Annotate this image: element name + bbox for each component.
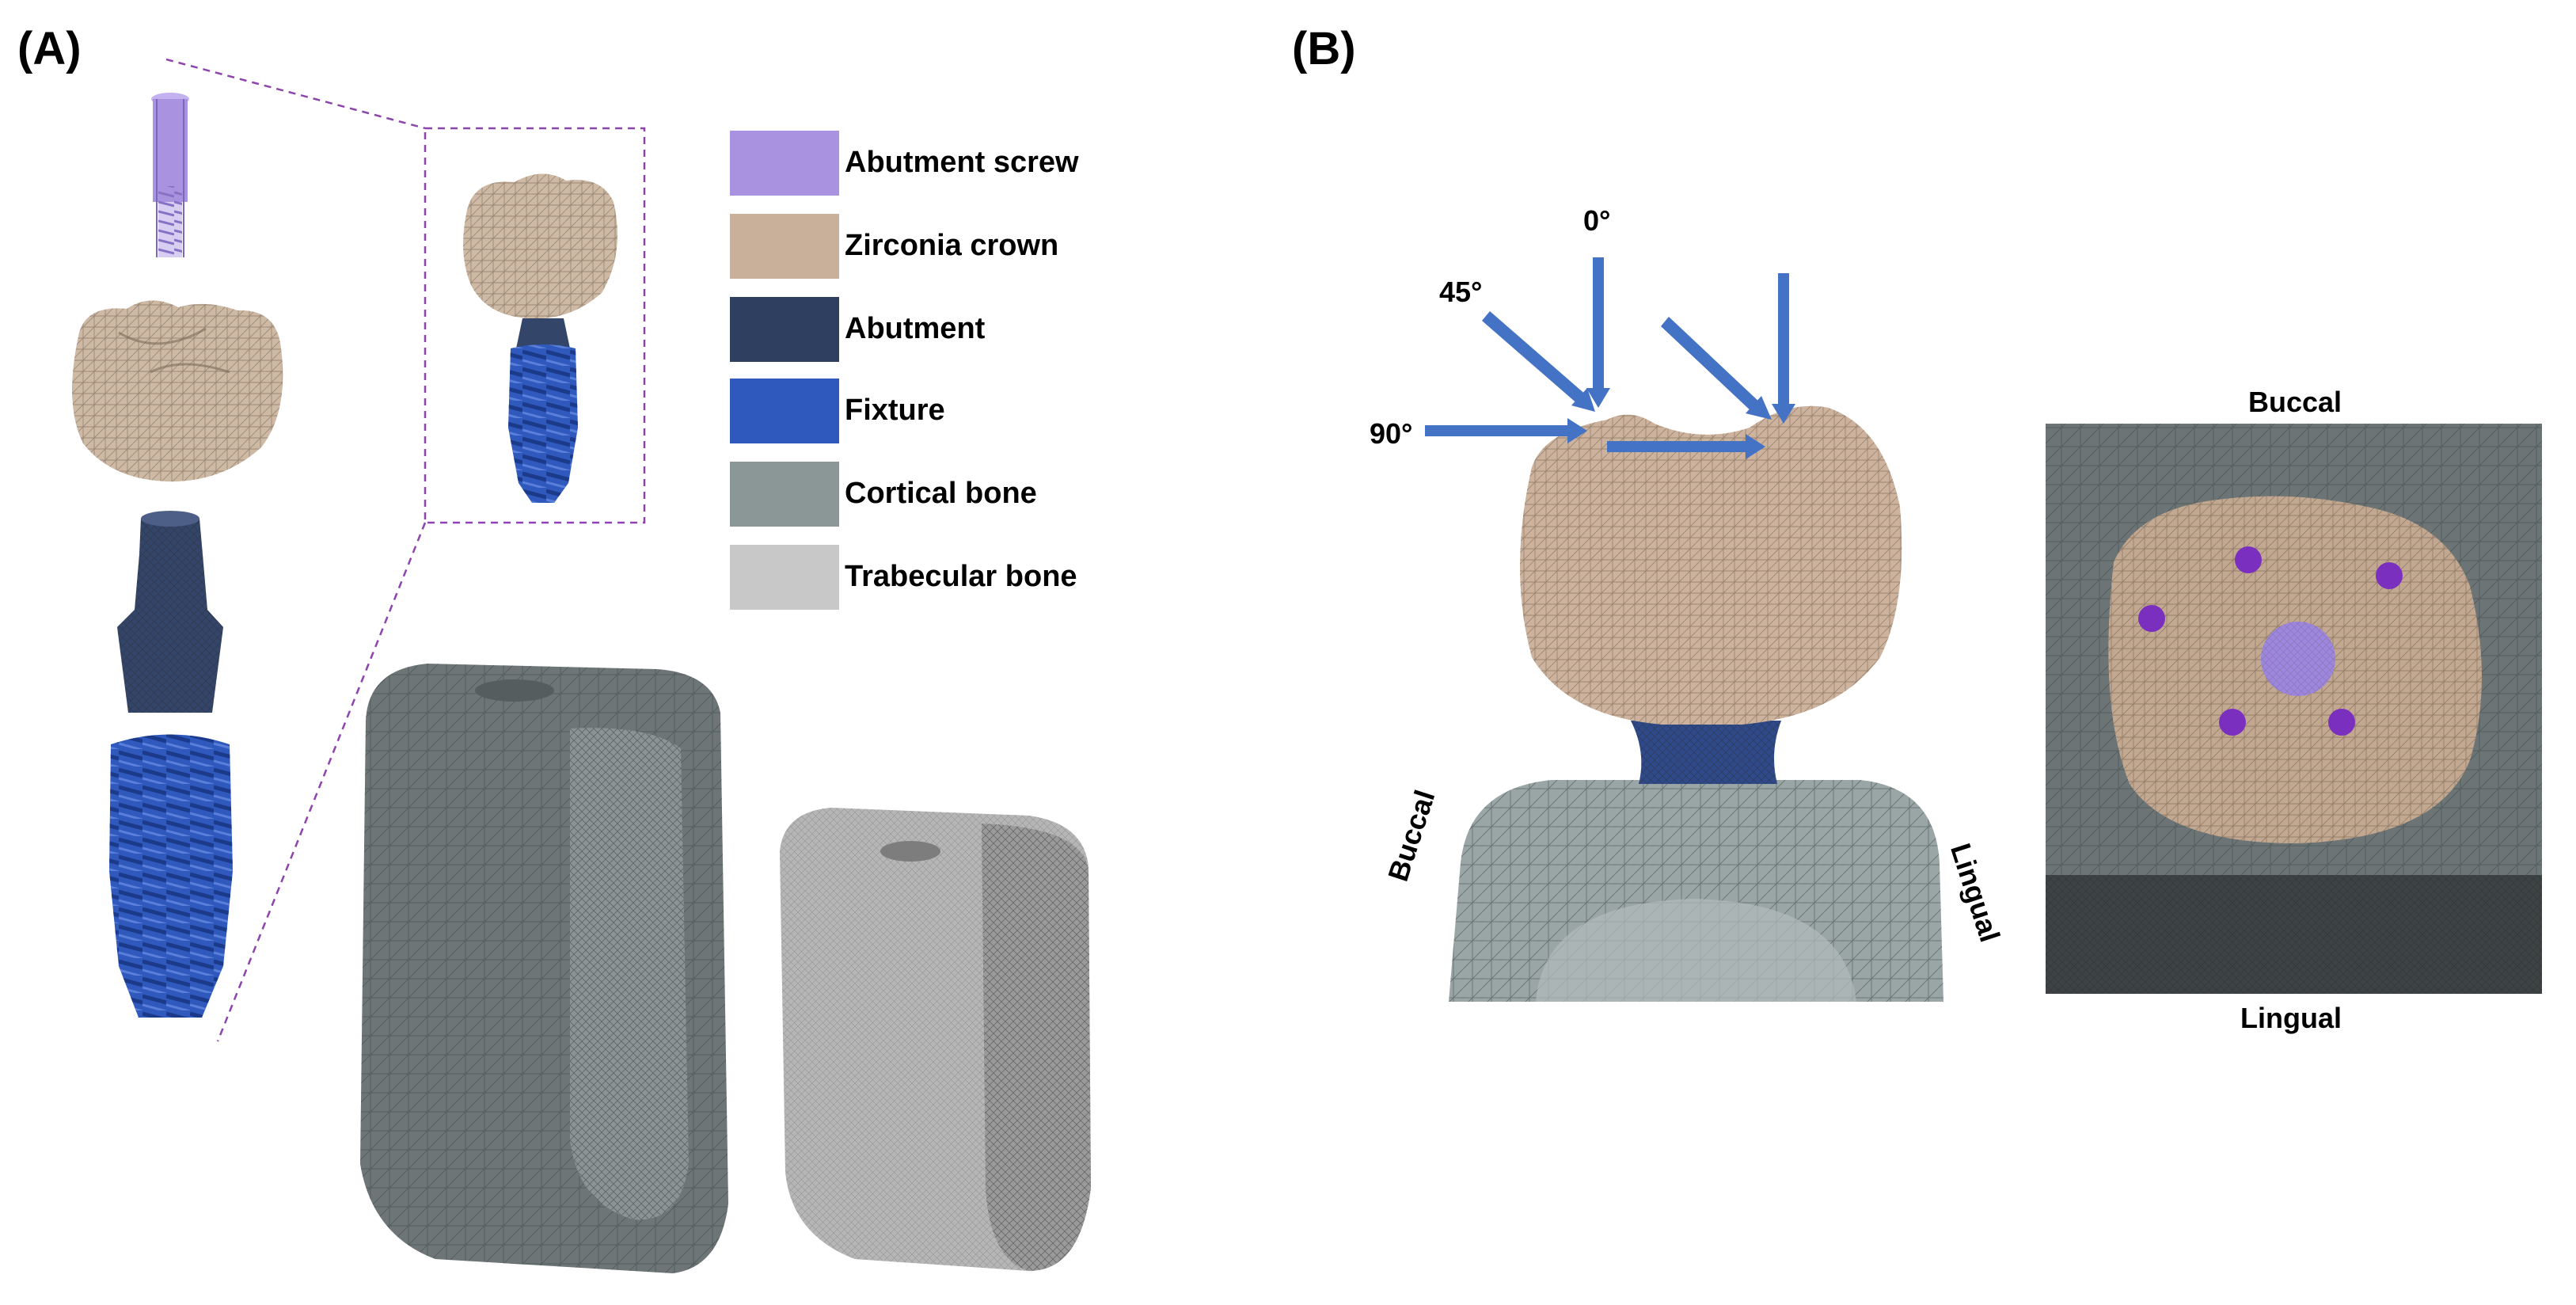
assembly-box	[424, 127, 646, 524]
legend-label-fixture: Fixture	[845, 394, 945, 427]
arrow-90-left	[1425, 425, 1571, 436]
fixture-part	[109, 734, 233, 1018]
trabecular-bone-block	[780, 808, 1091, 1271]
contact-points	[2138, 546, 2403, 736]
legend-label-trabecular-bone: Trabecular bone	[845, 560, 1077, 593]
legend-swatch-abutment-screw	[730, 131, 839, 196]
angle-label-90: 90°	[1370, 417, 1413, 450]
legend-swatch-trabecular-bone	[730, 545, 839, 610]
occlusal-view	[2046, 424, 2542, 994]
legend-label-cortical-bone: Cortical bone	[845, 477, 1037, 510]
legend-label-abutment-screw: Abutment screw	[845, 146, 1079, 179]
occlusal-lingual-label: Lingual	[2240, 1002, 2342, 1034]
panel-label-b: (B)	[1292, 23, 1356, 74]
legend-swatch-abutment	[730, 297, 839, 362]
side-view-crown	[1520, 405, 1902, 725]
angle-label-0: 0°	[1583, 204, 1611, 237]
legend-swatch-fixture	[730, 379, 839, 443]
legend-label-abutment: Abutment	[845, 312, 986, 345]
abutment-part	[117, 511, 223, 713]
legend-swatch-zirconia-crown	[730, 214, 839, 279]
arrow-0-left	[1593, 257, 1604, 392]
zirconia-crown-part	[72, 300, 283, 482]
arrow-45-right	[1661, 317, 1761, 413]
angle-label-45: 45°	[1439, 276, 1483, 308]
cortical-bone-block	[360, 664, 728, 1273]
side-view-abutment	[1631, 721, 1781, 784]
panel-label-a: (A)	[17, 23, 82, 74]
occlusal-buccal-label: Buccal	[2248, 386, 2342, 418]
load-arrows	[1425, 257, 1795, 459]
guide-line-bottom	[216, 522, 427, 1042]
side-view-bone	[1449, 780, 1943, 1002]
legend-label-zirconia-crown: Zirconia crown	[845, 229, 1059, 262]
arrow-90-right	[1607, 441, 1750, 452]
guide-line-top	[165, 58, 426, 130]
legend-swatch-cortical-bone	[730, 462, 839, 527]
contact-point	[2376, 562, 2403, 589]
contact-point	[2235, 546, 2262, 573]
assembled-implant	[463, 173, 617, 503]
contact-point	[2138, 605, 2165, 632]
arrow-0-right	[1778, 273, 1789, 408]
arrow-45-left	[1482, 311, 1587, 405]
abutment-screw-part	[151, 93, 189, 257]
contact-point	[2219, 709, 2246, 736]
contact-point	[2328, 709, 2355, 736]
